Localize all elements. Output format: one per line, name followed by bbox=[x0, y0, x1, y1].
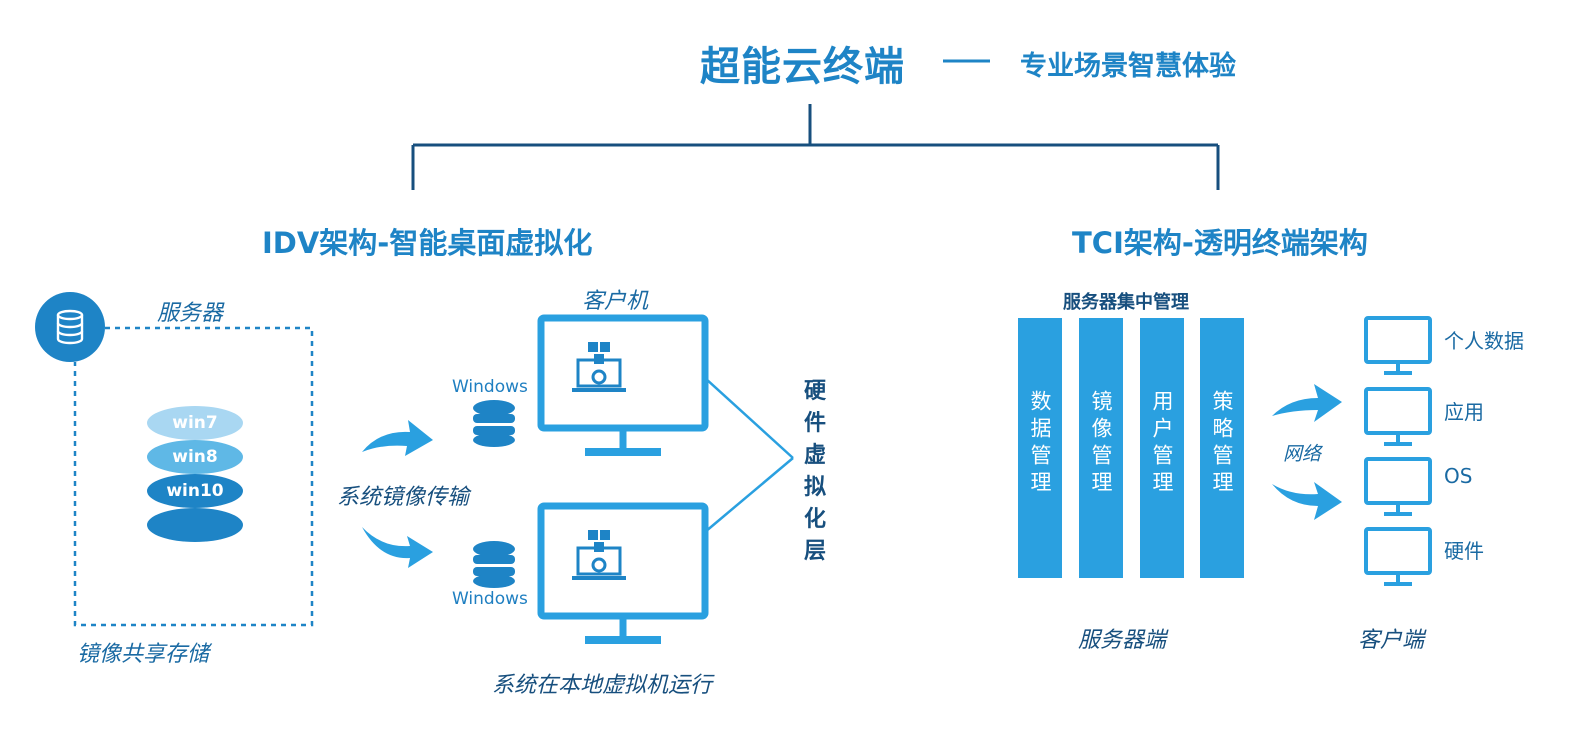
tree-connector bbox=[411, 104, 1220, 190]
page-title: 超能云终端 bbox=[700, 44, 905, 90]
database-icon bbox=[473, 541, 515, 588]
virtual-machine-icon bbox=[572, 530, 626, 580]
disk-win7: win7 bbox=[147, 406, 243, 440]
column-image-mgmt: 镜像管理 bbox=[1079, 318, 1123, 578]
client-label: 客户机 bbox=[582, 289, 649, 314]
page-subtitle: 专业场景智慧体验 bbox=[1020, 51, 1236, 82]
client-side-label: 客户端 bbox=[1358, 628, 1425, 653]
server-label: 服务器 bbox=[157, 301, 224, 326]
arrow-right-icon bbox=[362, 527, 433, 568]
arrow-right-icon bbox=[362, 420, 433, 456]
local-run-label: 系统在本地虚拟机运行 bbox=[492, 673, 713, 698]
arrow-right-icon bbox=[1272, 384, 1342, 422]
disk-base bbox=[147, 508, 243, 542]
central-mgmt-label: 服务器集中管理 bbox=[1063, 292, 1189, 313]
column-data-mgmt: 数据管理 bbox=[1018, 318, 1062, 578]
database-icon bbox=[473, 400, 515, 447]
tci-title: TCI架构-透明终端架构 bbox=[1072, 226, 1368, 260]
client-item-apps: 应用 bbox=[1444, 400, 1484, 424]
client-item-personal-data: 个人数据 bbox=[1444, 329, 1524, 353]
storage-label: 镜像共享存储 bbox=[77, 642, 210, 667]
network-label: 网络 bbox=[1283, 443, 1322, 465]
monitor-icon bbox=[537, 314, 709, 456]
virtual-machine-icon bbox=[572, 342, 626, 392]
column-user-mgmt: 用户管理 bbox=[1140, 318, 1184, 578]
hw-layer-connector bbox=[704, 377, 794, 533]
monitor-icon bbox=[1364, 527, 1432, 586]
hw-layer-label: 硬件虚拟化层 bbox=[803, 379, 826, 564]
monitor-icon bbox=[537, 502, 709, 644]
monitor-icon bbox=[1364, 387, 1432, 446]
disk-win8: win8 bbox=[147, 440, 243, 474]
server-side-label: 服务器端 bbox=[1078, 628, 1167, 653]
windows-label-bottom: Windows bbox=[452, 589, 528, 609]
monitor-icon bbox=[1364, 316, 1432, 375]
windows-label-top: Windows bbox=[452, 377, 528, 397]
idv-title: IDV架构-智能桌面虚拟化 bbox=[262, 226, 593, 260]
storage-dashed-box bbox=[73, 326, 314, 627]
monitor-icon bbox=[1364, 457, 1432, 516]
client-item-os: OS bbox=[1444, 464, 1473, 488]
transfer-label: 系统镜像传输 bbox=[337, 485, 470, 510]
disk-win10: win10 bbox=[147, 474, 243, 508]
client-item-hardware: 硬件 bbox=[1444, 539, 1484, 563]
database-icon bbox=[35, 292, 105, 362]
arrow-right-icon bbox=[1272, 482, 1342, 520]
column-policy-mgmt: 策略管理 bbox=[1200, 318, 1244, 578]
